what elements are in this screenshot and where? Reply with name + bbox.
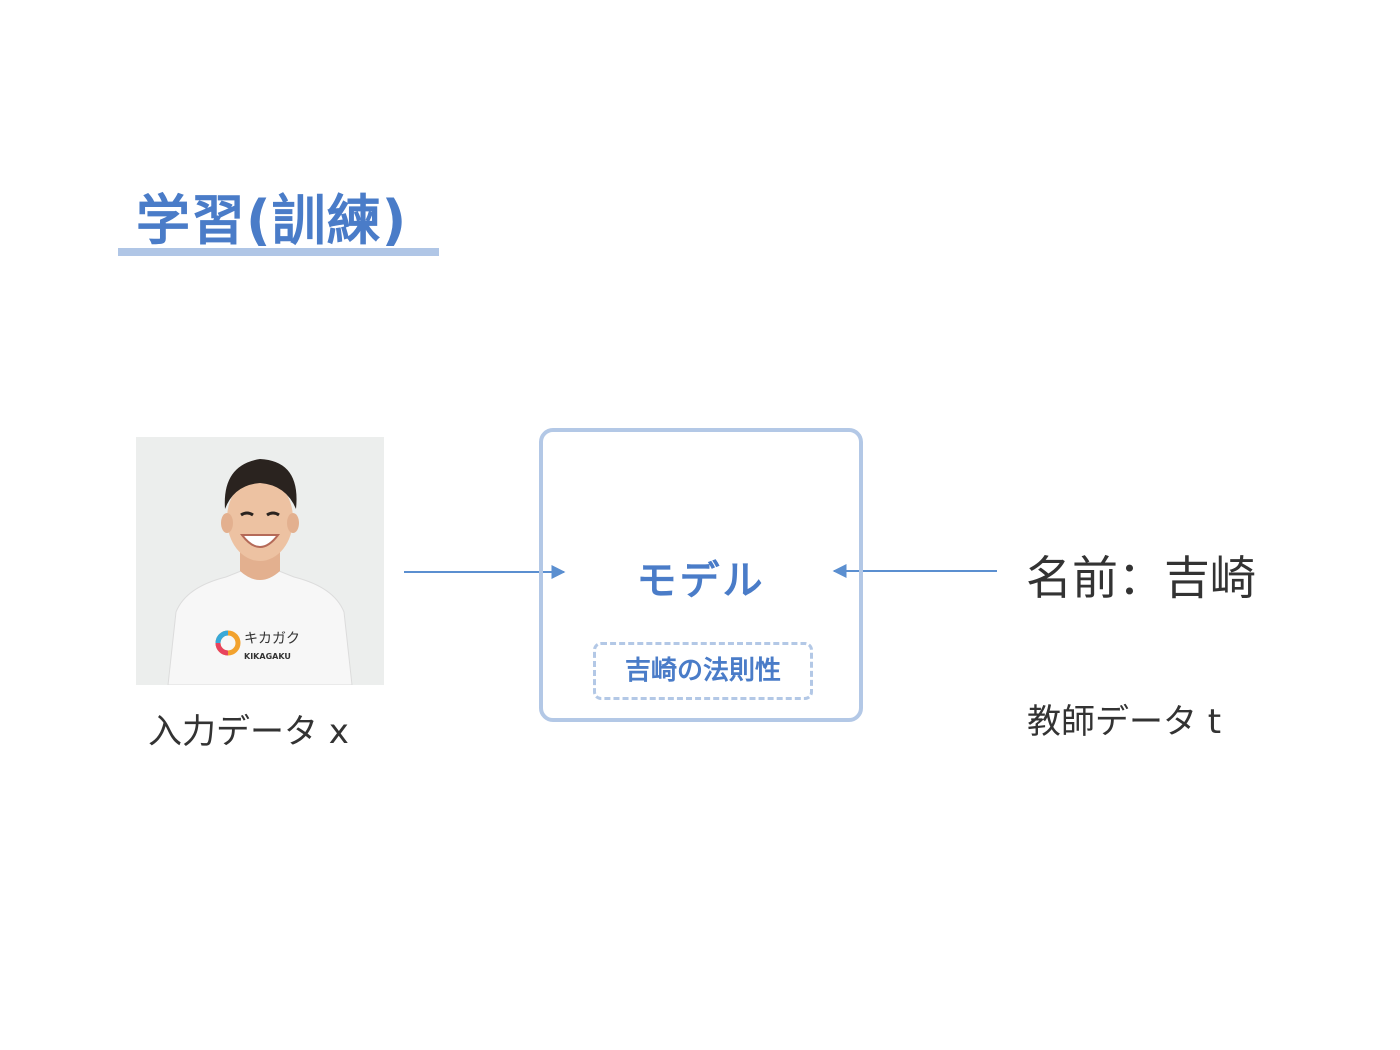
title-underline	[118, 248, 439, 256]
input-caption: 入力データ x	[148, 712, 349, 752]
rule-box: 吉崎の法則性	[593, 642, 813, 700]
person-photo: キカガク KIKAGAKU	[136, 437, 384, 685]
shirt-logo-subtext: KIKAGAKU	[244, 652, 291, 661]
title: 学習(訓練)	[136, 189, 408, 252]
teacher-caption: 教師データ t	[1027, 702, 1222, 742]
input-photo: キカガク KIKAGAKU	[136, 437, 384, 685]
model-box: モデル 吉崎の法則性	[539, 428, 863, 722]
shirt-logo-text: キカガク	[244, 631, 300, 647]
model-label: モデル	[636, 558, 766, 604]
teacher-value: 名前：吉崎	[1026, 551, 1256, 605]
